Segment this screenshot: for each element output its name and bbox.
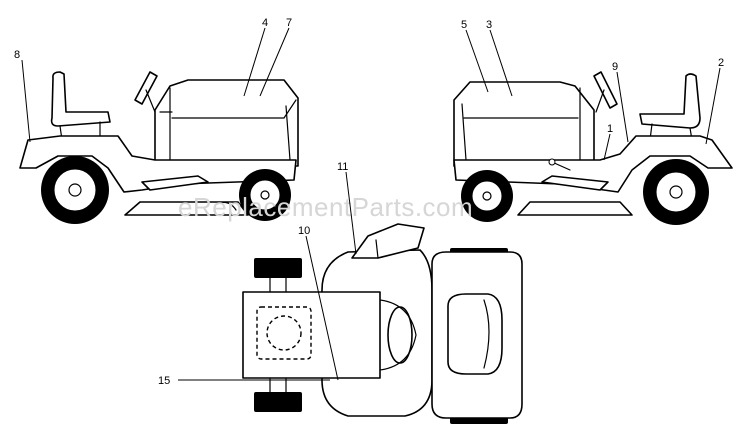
callout-7: 7 (286, 17, 292, 29)
top-seat (447, 293, 503, 375)
watermark-text: eReplacementParts.com (178, 192, 473, 222)
callout-leaders (21, 27, 721, 381)
callout-5: 5 (461, 19, 467, 31)
mower-deck-left (124, 201, 249, 216)
tractor-right-side-view (453, 71, 733, 225)
callout-10: 10 (298, 225, 310, 237)
seat-right (639, 73, 701, 129)
callout-8: 8 (14, 49, 20, 61)
tractor-left-side-view (19, 71, 299, 224)
steering-wheel-right (593, 71, 618, 109)
callout-3: 3 (486, 19, 492, 31)
callout-9: 9 (612, 61, 618, 73)
top-hood (242, 291, 381, 379)
callout-11: 11 (337, 161, 348, 173)
callout-numbers: 8 4 7 5 3 9 2 1 11 10 15 (14, 17, 724, 387)
hood-left (154, 79, 299, 167)
top-front-wheel-lower (254, 392, 302, 412)
tractor-top-view (242, 223, 523, 424)
callout-1: 1 (607, 123, 613, 135)
callout-2: 2 (718, 57, 724, 69)
seat-left (50, 71, 111, 127)
mower-deck-right (517, 201, 633, 216)
steering-wheel-left (134, 71, 158, 105)
callout-15: 15 (158, 375, 170, 387)
top-front-wheel-upper (254, 258, 302, 278)
top-engine-outline (256, 306, 312, 360)
callout-4: 4 (262, 17, 268, 29)
hood-right (453, 81, 595, 167)
